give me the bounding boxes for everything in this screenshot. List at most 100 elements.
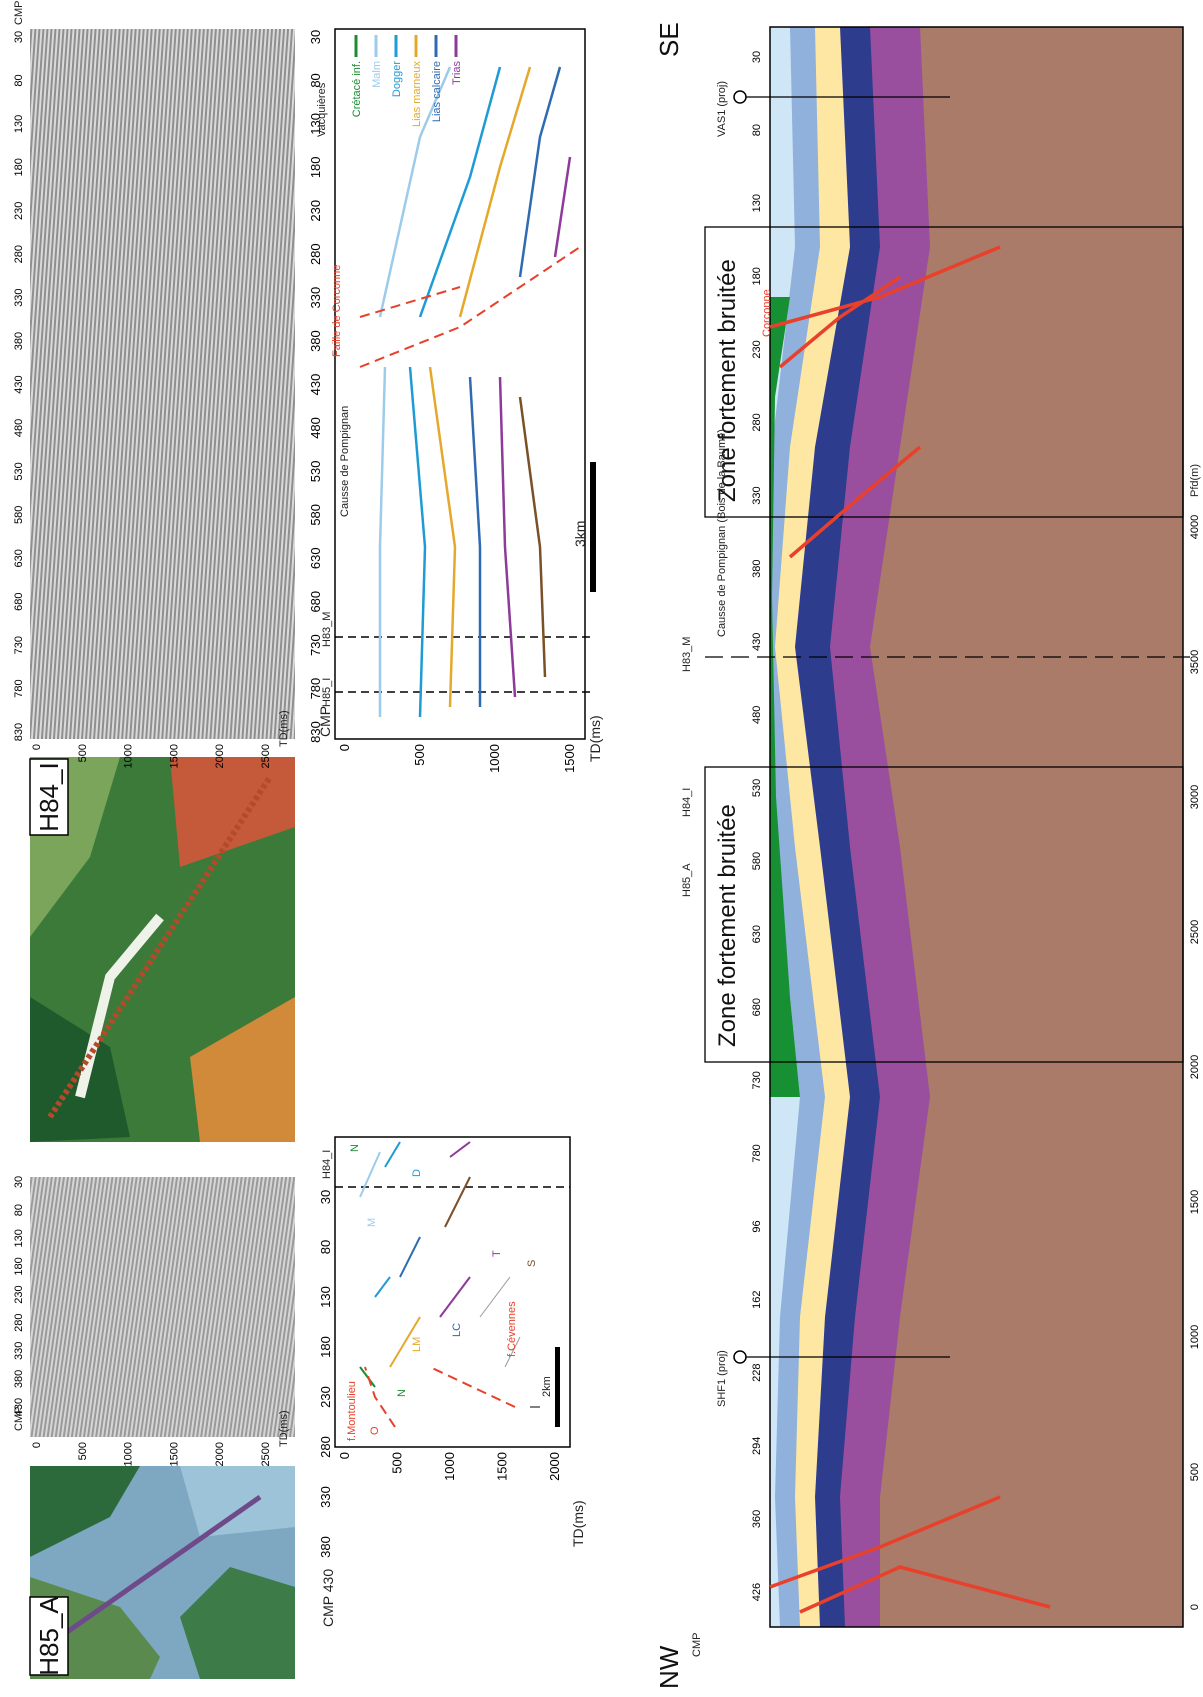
seismic-h84-cmp-tick-7: 480 <box>13 419 25 437</box>
section-cmp-tick-17: 230 <box>751 340 763 358</box>
interp-h84-cmp-tick-13: 180 <box>308 156 323 178</box>
seismic-h84-cmp-tick-5: 580 <box>13 506 25 524</box>
section-causse: Causse de Pompignan (Bois de la Baume) <box>716 429 728 637</box>
unit-lm: LM <box>411 1337 423 1352</box>
interp-h84-cmp-tick-16: 30 <box>308 30 323 44</box>
well-vas1-icon <box>733 90 747 104</box>
section-cmp-tick-10: 580 <box>751 852 763 870</box>
section-cmp-tick-8: 680 <box>751 998 763 1016</box>
section-cmp-tick-15: 330 <box>751 486 763 504</box>
interp-h84: CMP 830780730680630580530480430380330280… <box>308 28 603 773</box>
interp-h84-cmp-tick-12: 230 <box>308 200 323 222</box>
section-cmp-tick-7: 730 <box>751 1071 763 1089</box>
seismic-h84-td-tick-4: 2000 <box>214 744 226 768</box>
section-cmp-tick-1: 360 <box>751 1510 763 1528</box>
marker-h83m: H83_M <box>681 637 693 672</box>
seismic-h85-td-tick-2: 1000 <box>123 1442 135 1466</box>
legend-label-1: Malm <box>371 61 383 88</box>
unit-n: N <box>396 1389 408 1397</box>
well-shf1-icon <box>733 1350 747 1364</box>
interp-h85-scale-bar <box>555 1347 560 1427</box>
section-depth-tick-8: 4000 <box>1189 515 1201 539</box>
interp-h85-td-tick-0: 0 <box>337 1452 352 1459</box>
zone-right-box <box>704 226 1184 518</box>
unit-d: D <box>411 1169 423 1177</box>
interp-h84-faille: Faille de Corconne <box>331 265 343 357</box>
seismic-h84-cmp-tick-6: 530 <box>13 462 25 480</box>
seismic-h85-td-tick-3: 1500 <box>168 1442 180 1466</box>
interp-h84-cmp-tick-0: 830 <box>308 721 323 743</box>
interp-h85-cmp-tick-7: 30 <box>318 1190 333 1204</box>
interp-h84-td-label: TD(ms) <box>587 715 603 762</box>
section-depth-tick-3: 1500 <box>1189 1190 1201 1214</box>
interp-h84-scale-bar <box>590 462 596 592</box>
section-se: SE <box>654 22 684 57</box>
section-cmp-tick-3: 228 <box>751 1364 763 1382</box>
interp-h85-cmp-tick-4: 180 <box>318 1336 333 1358</box>
interp-h84-cmp-tick-4: 630 <box>308 547 323 569</box>
interp-h85-cmp-tick-2: 280 <box>318 1436 333 1458</box>
section-cmp-tick-13: 430 <box>751 633 763 651</box>
section-cmp-tick-16: 280 <box>751 413 763 431</box>
seismic-h85-cmp-tick-8: 30 <box>13 1176 25 1188</box>
seismic-h84-cmp-tick-16: 30 <box>13 31 25 43</box>
section-cmp-tick-12: 480 <box>751 706 763 724</box>
seismic-h84-cmp-tick-3: 680 <box>13 593 25 611</box>
seismic-h84-cmp-tick-1: 780 <box>13 679 25 697</box>
interp-h84-cmp-tick-14: 130 <box>308 113 323 135</box>
interp-h85-cmp-tick-5: 130 <box>318 1286 333 1308</box>
seismic-h84-cmp-tick-8: 430 <box>13 375 25 393</box>
unit-t: T <box>491 1250 503 1257</box>
interp-h84-td-tick-1: 500 <box>412 744 427 766</box>
interp-h85-cmp-tick-1: 330 <box>318 1486 333 1508</box>
map-h84-label: H84_I <box>34 762 64 831</box>
section-cmp-ticks: 4263602942281629678073068063058053048043… <box>751 51 763 1601</box>
seismic-h85-cmp-tick-2: 330 <box>13 1342 25 1360</box>
unit-m: M <box>366 1218 378 1227</box>
layer-cretace <box>770 297 800 1097</box>
section-depth-tick-5: 2500 <box>1189 920 1201 944</box>
interp-h85-cmp-tick-0: 380 <box>318 1536 333 1558</box>
seismic-h85-cmp-label: CMP <box>13 1407 25 1431</box>
seismic-h84-td-tick-0: 0 <box>31 744 43 750</box>
well-vas1-label: VAS1 (proj) <box>716 81 728 137</box>
interp-h84-h85-label: H85_I <box>321 678 333 707</box>
interp-h84-causse: Causse de Pompignan <box>339 406 351 517</box>
legend-label-4: Lias calcaire <box>431 61 443 122</box>
marker-h85a: H85_A <box>681 863 693 897</box>
seismic-h84: CMP 830780730680630580530480430380330280… <box>13 1 295 768</box>
section-depth-tick-4: 2000 <box>1189 1055 1201 1079</box>
seismic-h85-cmp-tick-5: 180 <box>13 1257 25 1275</box>
seismic-h85-td-tick-5: 2500 <box>260 1442 272 1466</box>
map-h85-label: H85_A <box>34 1596 64 1676</box>
interp-h84-td-tick-0: 0 <box>337 744 352 751</box>
section-depth-tick-0: 0 <box>1189 1604 1201 1610</box>
map-h84-label-box <box>29 758 69 836</box>
unit-s: S <box>526 1260 538 1267</box>
map-h85: H85_A <box>29 1466 295 1679</box>
interp-h84-cmp-tick-9: 380 <box>308 330 323 352</box>
section-nw: NW <box>654 1645 684 1689</box>
interp-h85-line-label: H84_I <box>321 1150 333 1179</box>
map-h85-label-box <box>29 1596 69 1676</box>
seismic-h85-td-tick-1: 500 <box>77 1442 89 1460</box>
seismic-h84-td-tick-5: 2500 <box>260 744 272 768</box>
interp-h85-td-tick-1: 500 <box>390 1452 405 1474</box>
interp-h84-cmp-tick-2: 730 <box>308 634 323 656</box>
section-depth-tick-2: 1000 <box>1189 1325 1201 1349</box>
seismic-h85-cmp-tick-6: 130 <box>13 1229 25 1247</box>
fault-montoulieu-label: f.Montoulieu <box>346 1381 358 1441</box>
layer-malm <box>770 27 800 1627</box>
seismic-h84-td-tick-2: 1000 <box>123 744 135 768</box>
interp-h85-cmp-tick-3: 230 <box>318 1386 333 1408</box>
seismic-h85-td-tick-0: 0 <box>31 1442 43 1448</box>
seismic-h85-cmp-tick-4: 230 <box>13 1285 25 1303</box>
interp-h84-cmp-tick-3: 680 <box>308 591 323 613</box>
